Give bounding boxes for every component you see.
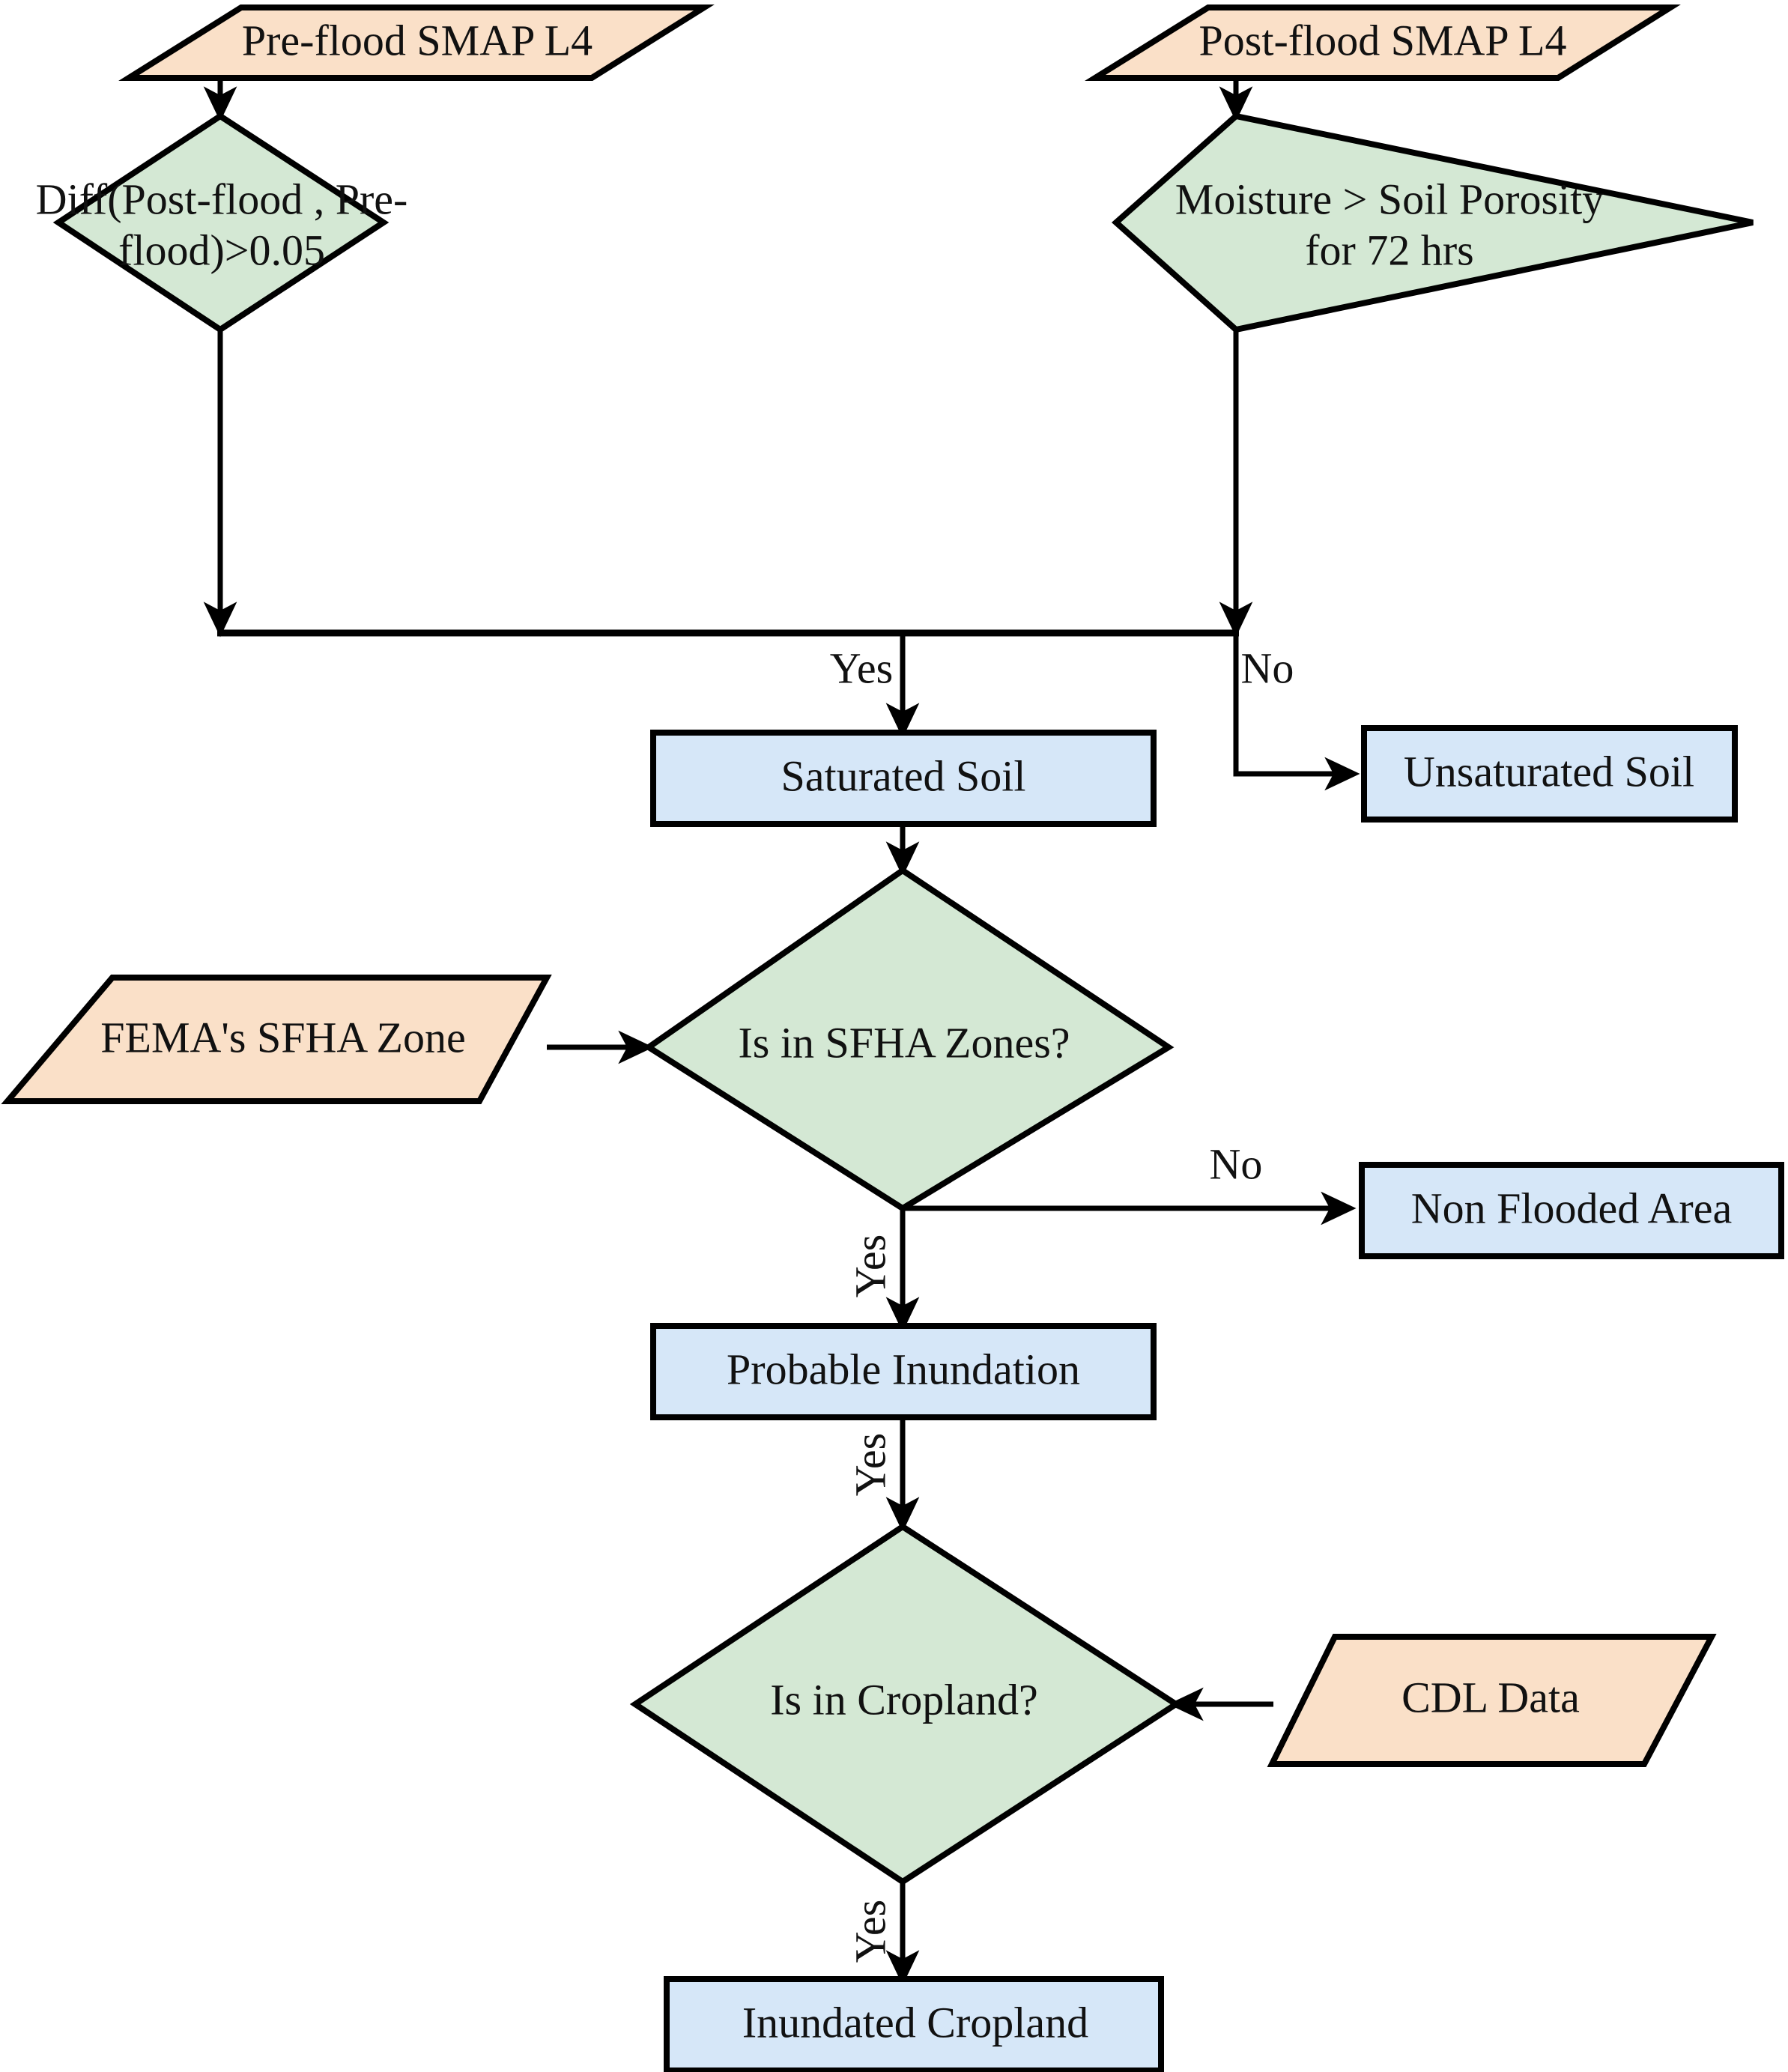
cropland-check-label: Is in Cropland? (770, 1675, 1038, 1724)
inundated-cropland-box[interactable] (664, 1976, 1164, 2072)
node-inundated-cropland[interactable]: Inundated Cropland (664, 1976, 1164, 2072)
pre-flood-smap-label: Pre-flood SMAP L4 (242, 16, 593, 64)
cdl-data-label: CDL Data (1401, 1673, 1580, 1721)
edge-label-sfha-yes: Yes (846, 1235, 894, 1297)
diff-check-label-line1: Diff(Post-flood , Pre- (36, 175, 408, 223)
edge-label-cropland-yes: Yes (846, 1900, 894, 1963)
node-cdl-data[interactable]: CDL Data (1267, 1634, 1717, 1767)
non-flooded-area-label: Non Flooded Area (1411, 1184, 1733, 1232)
unsaturated-soil-label: Unsaturated Soil (1404, 747, 1694, 796)
pre-flood-smap-parallelogram[interactable] (118, 4, 715, 81)
node-fema-sfha-zone[interactable]: FEMA's SFHA Zone (1, 975, 552, 1104)
inundated-cropland-label: Inundated Cropland (742, 1998, 1088, 2047)
unsaturated-soil-box[interactable] (1361, 725, 1738, 823)
probable-inundation-box[interactable] (650, 1323, 1157, 1420)
moisture-check-label-line2: for 72 hrs (1305, 225, 1474, 274)
moisture-check-diamond[interactable] (1111, 112, 1754, 333)
node-unsaturated-soil[interactable]: Unsaturated Soil (1361, 725, 1738, 823)
cdl-data-parallelogram[interactable] (1267, 1634, 1717, 1767)
cropland-check-diamond[interactable] (629, 1523, 1182, 1885)
saturated-soil-box[interactable] (650, 730, 1157, 827)
diff-check-diamond[interactable] (52, 112, 390, 333)
edge-label-merge-yes: Yes (830, 643, 893, 692)
edge-label-inundation-yes: Yes (846, 1433, 894, 1496)
node-cropland-check[interactable]: Is in Cropland? (629, 1523, 1182, 1885)
sfha-check-label: Is in SFHA Zones? (738, 1018, 1070, 1067)
post-flood-smap-parallelogram[interactable] (1085, 4, 1681, 81)
node-saturated-soil[interactable]: Saturated Soil (650, 730, 1157, 827)
node-moisture-check[interactable]: Moisture > Soil Porosity for 72 hrs (1111, 112, 1754, 333)
node-pre-flood-smap[interactable]: Pre-flood SMAP L4 (118, 4, 715, 81)
node-diff-check[interactable]: Diff(Post-flood , Pre- flood)>0.05 (36, 112, 408, 333)
probable-inundation-label: Probable Inundation (727, 1345, 1080, 1393)
non-flooded-area-box[interactable] (1359, 1162, 1784, 1259)
fema-sfha-zone-parallelogram[interactable] (1, 975, 552, 1104)
connector-layer (203, 79, 1360, 1986)
edge-label-sfha-no: No (1210, 1139, 1263, 1188)
edge-merge-no-to-unsaturated (1233, 633, 1360, 791)
moisture-check-label-line1: Moisture > Soil Porosity (1175, 175, 1604, 223)
node-post-flood-smap[interactable]: Post-flood SMAP L4 (1085, 4, 1681, 81)
post-flood-smap-label: Post-flood SMAP L4 (1199, 16, 1567, 64)
fema-sfha-zone-label: FEMA's SFHA Zone (100, 1013, 465, 1061)
edge-label-merge-no: No (1241, 643, 1294, 692)
sfha-check-diamond[interactable] (643, 867, 1175, 1212)
saturated-soil-label: Saturated Soil (781, 751, 1025, 800)
node-probable-inundation[interactable]: Probable Inundation (650, 1323, 1157, 1420)
node-non-flooded-area[interactable]: Non Flooded Area (1359, 1162, 1784, 1259)
node-sfha-check[interactable]: Is in SFHA Zones? (643, 867, 1175, 1212)
diff-check-label-line2: flood)>0.05 (118, 225, 325, 274)
